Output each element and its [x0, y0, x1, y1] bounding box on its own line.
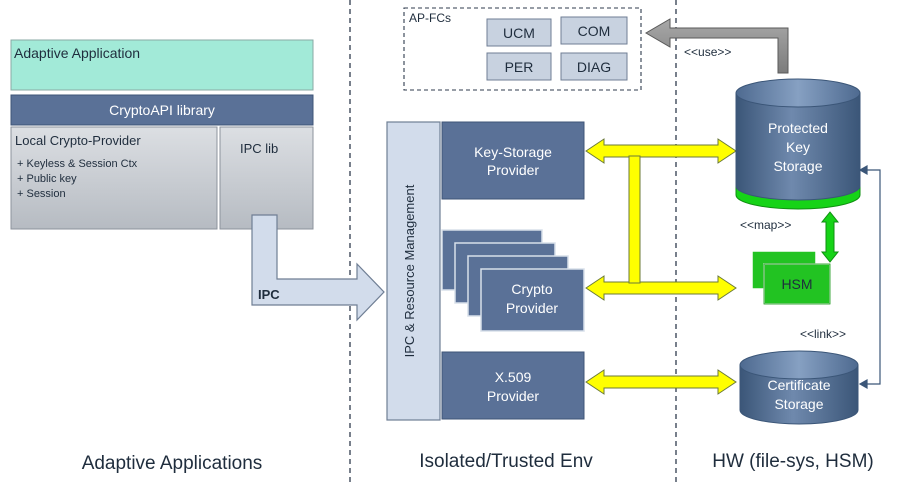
- crypto-provider-line1: Crypto: [511, 281, 552, 297]
- section-label-adaptive-applications: Adaptive Applications: [82, 453, 263, 474]
- key-storage-link-arrow: [585, 138, 737, 164]
- map-label: <<map>>: [740, 218, 791, 232]
- ipc-resource-label: IPC & Resource Management: [402, 184, 417, 357]
- ipc-arrow-label: IPC: [258, 287, 280, 302]
- x509-provider: X.509 Provider: [441, 351, 585, 420]
- section-label-hw: HW (file-sys, HSM): [712, 451, 873, 472]
- use-label: <<use>>: [684, 45, 731, 59]
- certificate-storage: Certificate Storage: [739, 350, 859, 425]
- ap-fcs-frame: [403, 7, 642, 91]
- link-connector: [858, 164, 881, 390]
- key-storage-provider-box: [441, 121, 585, 200]
- yellow-connectors: [585, 138, 737, 395]
- hsm-label: HSM: [781, 276, 812, 292]
- ipc-resource-management: IPC & Resource Management: [386, 121, 441, 421]
- local-provider-item: + Public key: [17, 173, 77, 185]
- local-provider-title: Local Crypto-Provider: [15, 133, 141, 148]
- hsm: HSM: [751, 250, 831, 305]
- crypto-api-label: CryptoAPI library: [109, 102, 215, 118]
- ap-fc-per: [486, 52, 552, 81]
- use-arrow-shape: [645, 18, 789, 74]
- ap-fc-com-label: COM: [578, 23, 611, 39]
- ap-fc-com: [560, 16, 628, 45]
- key-storage-provider: Key-Storage Provider: [441, 121, 585, 200]
- x509-link-arrow: [585, 369, 737, 395]
- certificate-storage-line1: Certificate: [767, 377, 830, 393]
- x509-line1: X.509: [495, 369, 532, 385]
- crypto-api-library: [10, 94, 314, 126]
- crypto-vertical-connector: [628, 155, 641, 284]
- link-label: <<link>>: [800, 327, 846, 341]
- adaptive-application-box: [10, 39, 314, 91]
- crypto-provider-line2: Provider: [506, 300, 558, 316]
- certificate-storage-top: [739, 350, 859, 380]
- key-storage-line1: Key-Storage: [474, 144, 552, 160]
- ap-fc-per-label: PER: [505, 59, 534, 75]
- ap-fcs-title: AP-FCs: [409, 11, 451, 25]
- protected-storage-line2: Key: [786, 139, 810, 155]
- ipc-lib-box: [219, 126, 314, 230]
- ap-fcs-group: AP-FCs UCM COM PER DIAG: [403, 7, 642, 91]
- adaptive-application-block: Adaptive Application CryptoAPI library L…: [10, 39, 314, 230]
- ap-fc-ucm: [486, 18, 552, 47]
- hsm-front-outline: [763, 263, 831, 305]
- crypto-provider-stack: Crypto Provider: [441, 229, 585, 332]
- crypto-link-arrow: [585, 275, 737, 301]
- protected-storage-body: [735, 92, 861, 201]
- crypto-provider-front: [480, 268, 585, 332]
- adaptive-application-title: Adaptive Application: [14, 45, 140, 61]
- certificate-storage-body: [739, 364, 859, 425]
- ipc-resource-bar: [386, 121, 441, 421]
- x509-line2: Provider: [487, 388, 539, 404]
- protected-storage-top: [735, 78, 861, 108]
- link-connector-line: [864, 169, 881, 385]
- protected-storage-line3: Storage: [773, 158, 822, 174]
- key-storage-line2: Provider: [487, 162, 539, 178]
- certificate-storage-line2: Storage: [774, 396, 823, 412]
- ap-fc-diag-label: DIAG: [577, 59, 611, 75]
- link-arrowhead-top: [858, 164, 868, 176]
- local-crypto-provider: [10, 126, 218, 230]
- ap-fc-ucm-label: UCM: [503, 25, 535, 41]
- x509-provider-box: [441, 351, 585, 420]
- use-arrow: <<use>>: [645, 18, 789, 74]
- local-provider-item: + Keyless & Session Ctx: [17, 158, 138, 170]
- ap-fc-diag: [560, 52, 628, 81]
- ipc-arrow-shape: [251, 214, 385, 322]
- protected-key-storage: Protected Key Storage: [735, 78, 861, 210]
- protected-storage-line1: Protected: [768, 120, 828, 136]
- section-label-isolated-env: Isolated/Trusted Env: [419, 451, 593, 472]
- local-provider-item: + Session: [17, 188, 66, 200]
- ipc-lib-label: IPC lib: [240, 141, 278, 156]
- ipc-arrow: IPC: [251, 214, 385, 322]
- link-arrowhead-bottom: [858, 378, 868, 390]
- map-arrow: [820, 211, 840, 263]
